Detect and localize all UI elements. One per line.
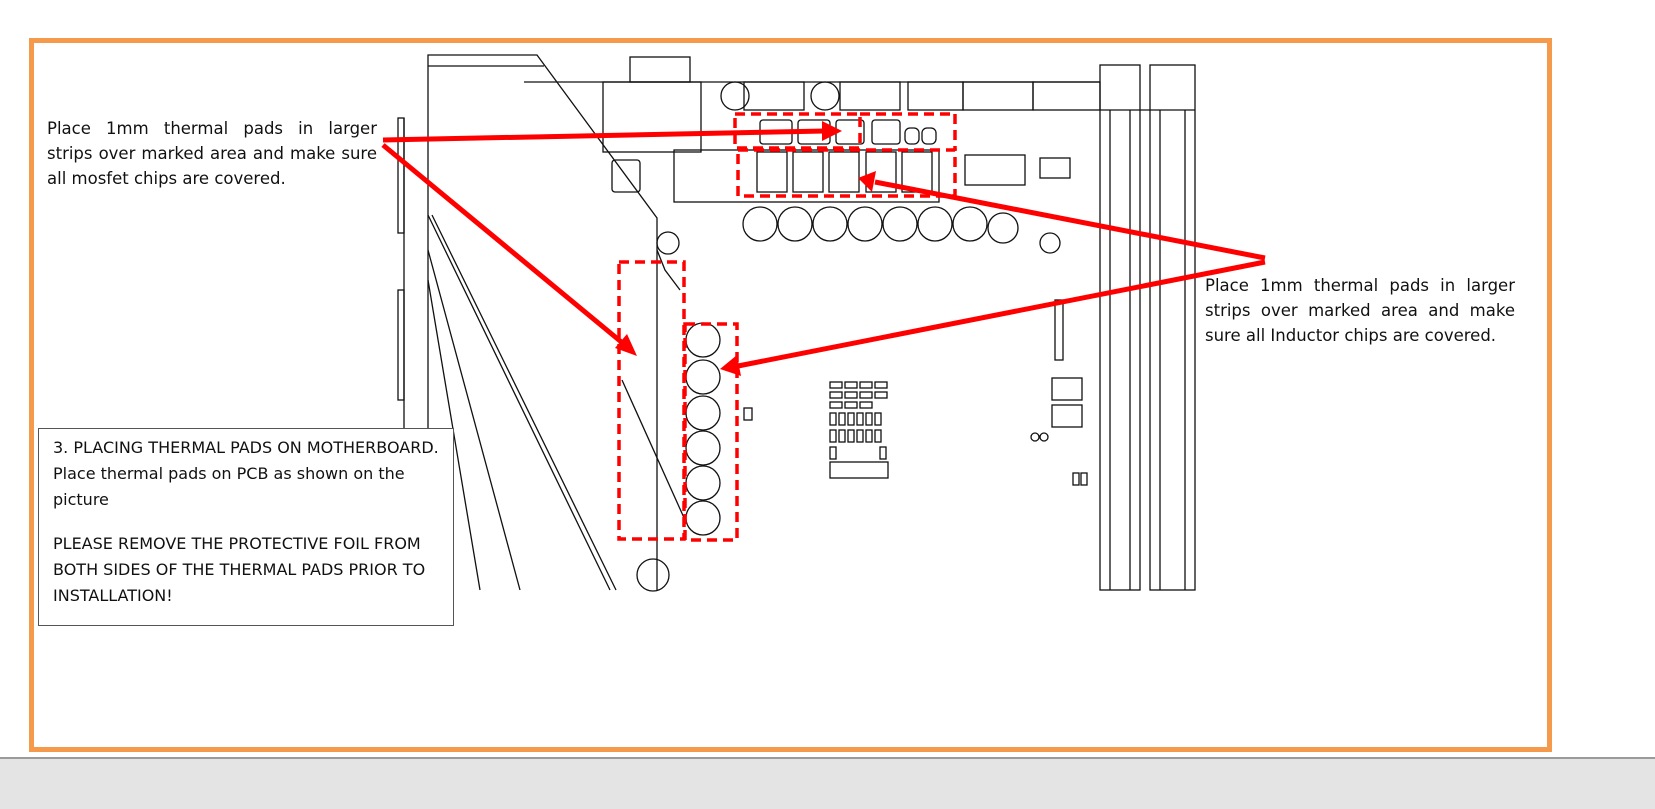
pcb-outline — [397, 54, 1196, 592]
annotation-arrows — [381, 121, 1266, 376]
inductor-pad-note: Place 1mm thermal pads in larger strips … — [1205, 276, 1515, 345]
step-instruction: 3. PLACING THERMAL PADS ON MOTHERBOARD. … — [53, 438, 439, 509]
mosfet-pad-note: Place 1mm thermal pads in larger strips … — [47, 119, 377, 188]
instruction-box: 3. PLACING THERMAL PADS ON MOTHERBOARD. … — [38, 428, 454, 626]
foil-warning: PLEASE REMOVE THE PROTECTIVE FOIL FROM B… — [53, 534, 426, 605]
page-frame — [29, 38, 1552, 752]
viewer-bottom-bar — [0, 757, 1655, 809]
thermal-pad-areas — [617, 112, 957, 542]
